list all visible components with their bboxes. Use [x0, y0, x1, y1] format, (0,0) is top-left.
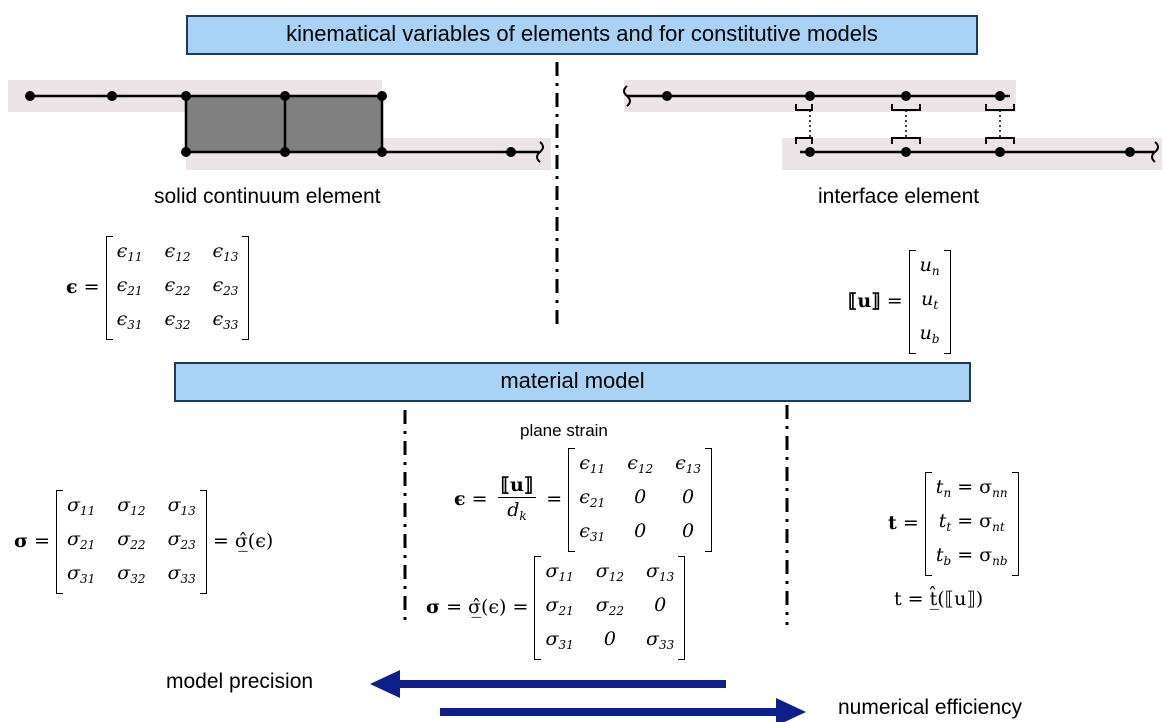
matrix-entry: 0 — [634, 520, 647, 542]
matrix-entry: σ31 — [545, 628, 574, 652]
matrix-entry: ϵ11 — [116, 240, 143, 264]
plane-stress-matrix: σ11 σ12 σ13 σ21 σ22 0 σ31 0 σ33 — [534, 556, 686, 660]
matrix-entry: 0 — [603, 628, 616, 650]
matrix-entry: 0 — [682, 520, 695, 542]
matrix-entry: σ32 — [117, 562, 146, 586]
strain-matrix: ϵ11 ϵ12 ϵ13 ϵ21 ϵ22 ϵ23 ϵ31 ϵ32 ϵ33 — [105, 236, 250, 340]
matrix-entry: tn = σnn — [935, 476, 1008, 500]
matrix-entry: σ13 — [646, 560, 675, 584]
matrix-entry: ϵ31 — [116, 308, 143, 332]
matrix-entry: ϵ31 — [579, 520, 606, 544]
precision-arrow — [370, 670, 726, 698]
matrix-entry: ϵ13 — [675, 452, 702, 476]
traction-vector: tn = σnn tt = σnt tb = σnb — [924, 472, 1019, 576]
matrix-entry: un — [919, 254, 940, 278]
kinematics-header: kinematical variables of elements and fo… — [186, 15, 978, 55]
solid-element-label: solid continuum element — [154, 185, 381, 208]
matrix-entry: σ12 — [117, 494, 146, 518]
matrix-entry: σ22 — [117, 528, 146, 552]
matrix-entry: ϵ21 — [579, 486, 606, 510]
matrix-entry: σ11 — [67, 494, 96, 518]
matrix-entry: ϵ23 — [212, 274, 239, 298]
matrix-entry: ϵ22 — [164, 274, 191, 298]
interface-lower-shade — [782, 138, 1162, 170]
matrix-entry: ϵ13 — [212, 240, 239, 264]
matrix-entry: ub — [919, 322, 940, 346]
matrix-entry: ϵ21 — [116, 274, 143, 298]
interface-element-label: interface element — [818, 185, 980, 208]
matrix-entry: σ23 — [167, 528, 196, 552]
matrix-entry: tt = σnt — [938, 510, 1005, 534]
jump-vector: un ut ub — [908, 250, 951, 354]
matrix-entry: σ22 — [595, 594, 624, 618]
matrix-entry: σ33 — [646, 628, 675, 652]
jump-over-thickness: ⟦u⟧ dk — [497, 473, 537, 528]
matrix-entry: σ12 — [595, 560, 624, 584]
matrix-entry: ϵ12 — [627, 452, 654, 476]
matrix-entry: σ11 — [545, 560, 574, 584]
material-model-header: material model — [174, 362, 971, 402]
interface-element-diagram — [623, 85, 1159, 163]
plane-strain-label: plane strain — [520, 421, 608, 440]
matrix-entry: σ13 — [167, 494, 196, 518]
matrix-entry: tb = σnb — [935, 544, 1008, 568]
matrix-entry: σ31 — [67, 562, 96, 586]
efficiency-arrow — [440, 698, 806, 722]
solid-element-diagram — [25, 91, 544, 163]
matrix-entry: 0 — [634, 486, 647, 508]
plane-strain-matrix: ϵ11 ϵ12 ϵ13 ϵ21 0 0 ϵ31 0 0 — [568, 448, 713, 552]
matrix-entry: ut — [921, 288, 939, 312]
matrix-entry: ϵ32 — [164, 308, 191, 332]
matrix-entry: 0 — [682, 486, 695, 508]
matrix-entry: σ21 — [545, 594, 574, 618]
matrix-entry: σ33 — [167, 562, 196, 586]
traction-law-equation: t = t̲̂(⟦u⟧) — [894, 588, 984, 610]
matrix-entry: 0 — [654, 594, 667, 616]
numerical-efficiency-label: numerical efficiency — [838, 696, 1023, 719]
matrix-entry: ϵ11 — [579, 452, 606, 476]
matrix-entry: σ21 — [67, 528, 96, 552]
stress-matrix: σ11 σ12 σ13 σ21 σ22 σ23 σ31 σ32 σ33 — [56, 490, 207, 594]
matrix-entry: ϵ33 — [212, 308, 239, 332]
model-precision-label: model precision — [166, 670, 314, 693]
matrix-entry: ϵ12 — [164, 240, 191, 264]
